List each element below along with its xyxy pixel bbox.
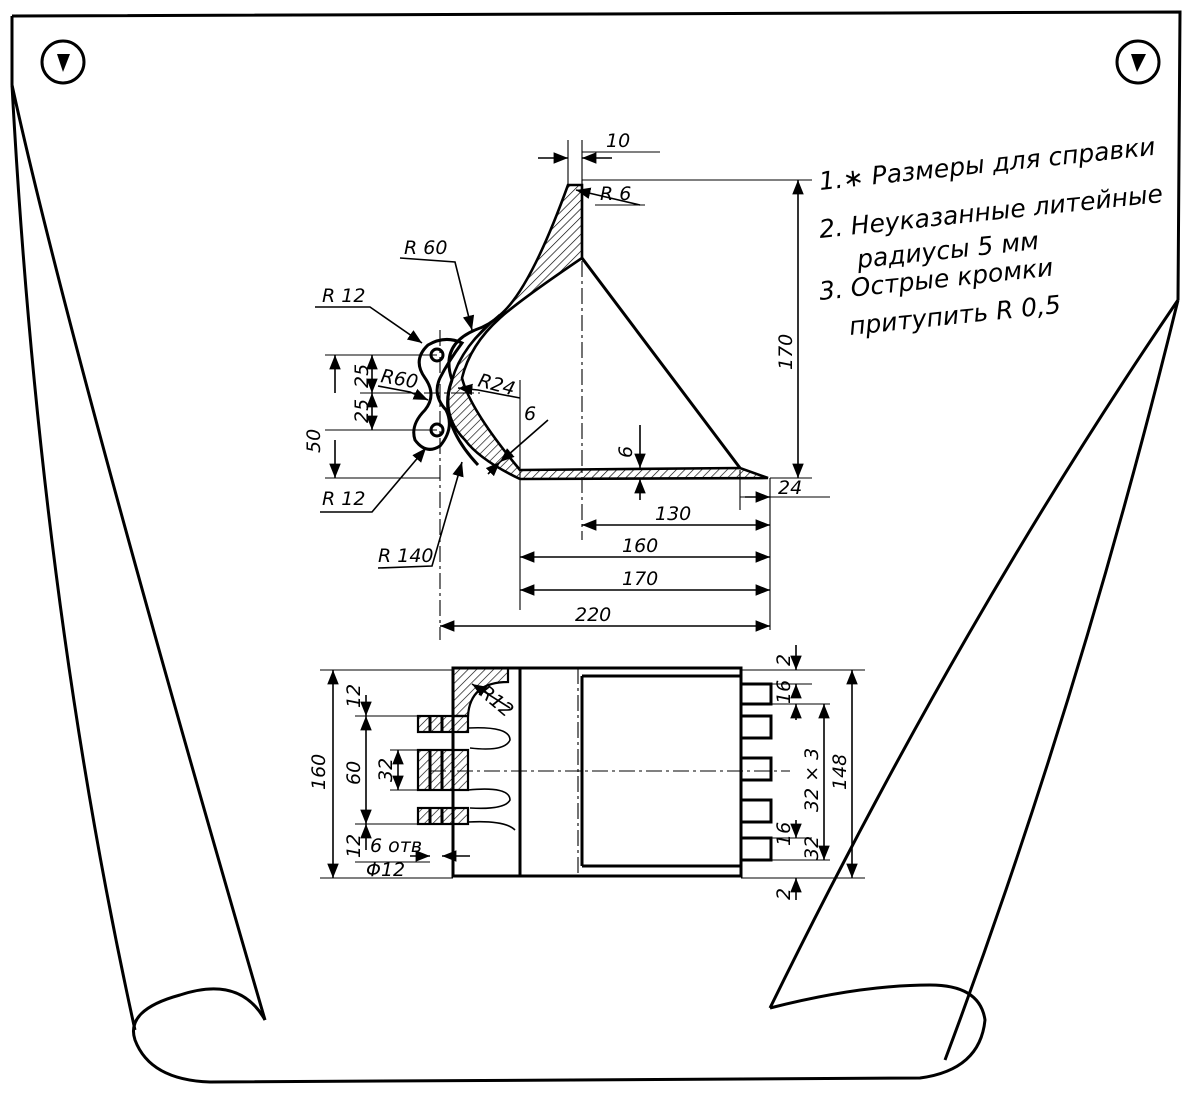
- dim-r60-top: R 60: [404, 237, 447, 259]
- dim-plan-2-top: 2: [773, 654, 795, 666]
- dim-r12-bot: R 12: [322, 488, 365, 510]
- side-view: 10 R 6 R 60 R 12 25 25 50 R60 R24: [303, 130, 830, 640]
- dim-24: 24: [778, 477, 802, 499]
- dim-170-v: 170: [775, 334, 797, 370]
- dim-plan-32-bot: 32: [801, 836, 823, 860]
- dim-plan-148: 148: [829, 754, 851, 790]
- dim-50: 50: [303, 429, 325, 453]
- dim-10: 10: [606, 130, 630, 152]
- dim-r12-top: R 12: [322, 285, 365, 307]
- dim-130: 130: [655, 503, 691, 525]
- dim-holes-dia: Φ12: [366, 859, 405, 881]
- dim-160: 160: [622, 535, 658, 557]
- dim-plan-2-bot: 2: [773, 888, 795, 900]
- dim-plan-16-bot: 16: [773, 822, 795, 846]
- tooth-section: [446, 183, 769, 481]
- dim-r140: R 140: [378, 545, 434, 567]
- dim-plan-60: 60: [343, 761, 365, 785]
- dim-170-h: 170: [622, 568, 658, 590]
- corner-mark-left: [40, 39, 86, 85]
- corner-mark-right: [1115, 39, 1161, 85]
- dim-6-a: 6: [524, 403, 536, 425]
- dim-25-b: 25: [351, 399, 373, 423]
- dim-plan-16-top: 16: [773, 680, 795, 704]
- scroll-frame: [10, 10, 1182, 1084]
- dim-r60-mid: R60: [379, 365, 420, 393]
- dim-plan-160: 160: [308, 754, 330, 790]
- dim-holes-count: 6 отв: [370, 835, 422, 857]
- dim-r6: R 6: [600, 183, 631, 205]
- dim-r24: R24: [476, 370, 518, 401]
- dim-220: 220: [575, 604, 611, 626]
- notes: 1.∗ Размеры для справки 2. Неуказанные л…: [818, 132, 1165, 341]
- dim-plan-12-top: 12: [343, 684, 365, 708]
- dim-25-a: 25: [351, 364, 373, 388]
- dim-plan-32: 32: [375, 758, 397, 782]
- dim-plan-12-bot: 12: [343, 834, 365, 858]
- plan-view: R12 12 160 60 32 12 6 отв Φ12: [308, 645, 865, 900]
- dim-plan-32x3: 32 × 3: [801, 748, 823, 812]
- dim-6-b: 6: [615, 446, 637, 458]
